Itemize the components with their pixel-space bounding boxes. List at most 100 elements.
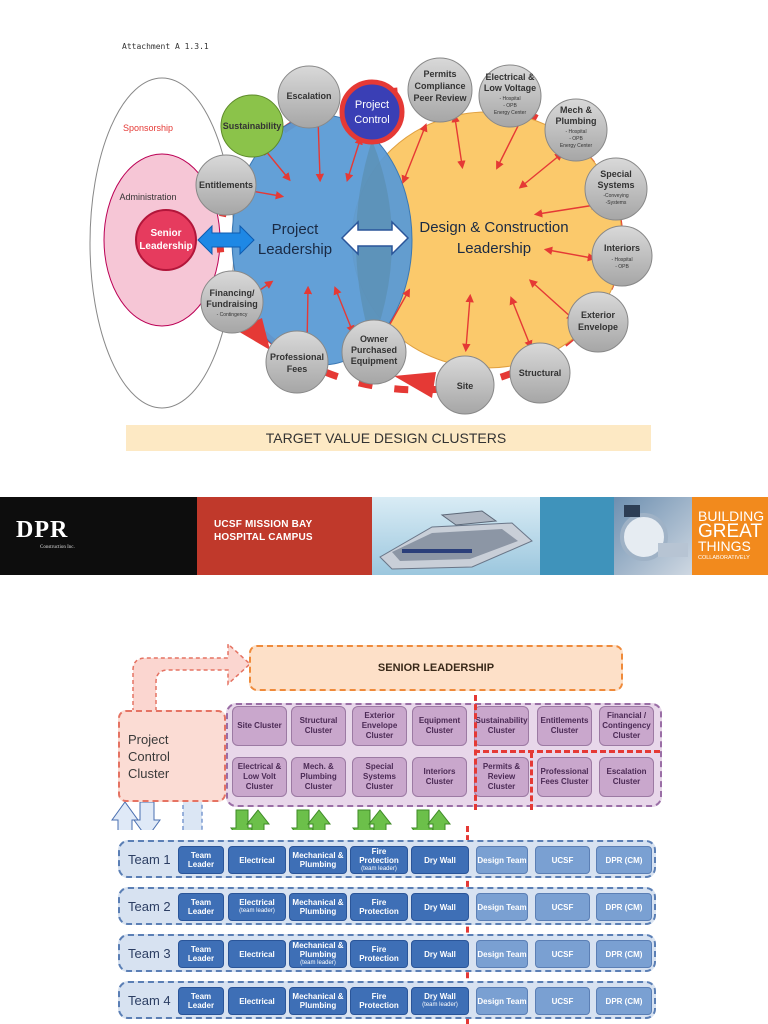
team-member-leader: Team Leader (178, 987, 224, 1015)
caption-bar (126, 425, 651, 451)
node-interiors: Interiors - Hospital - OPB (591, 225, 653, 287)
project-to-dc-arrow (340, 220, 410, 256)
team-member-electrical: Electrical (228, 846, 286, 874)
member-label: Dry Wall (424, 855, 456, 865)
member-sublabel: (team leader) (361, 865, 397, 872)
svg-text:Low Voltage: Low Voltage (484, 83, 536, 93)
team-member-mech: Mechanical & Plumbing (289, 846, 347, 874)
svg-text:- Hospital: - Hospital (499, 96, 520, 102)
dc-leadership-label-1: Design & Construction (419, 219, 568, 236)
team-member-design: Design Team (476, 940, 528, 968)
svg-text:- OPB: - OPB (569, 136, 583, 142)
team-member-leader: Team Leader (178, 940, 224, 968)
node-electrical-low-voltage: Electrical & Low Voltage - Hospital - OP… (478, 64, 542, 128)
svg-text:- Hospital: - Hospital (565, 129, 586, 135)
team-row-4: Team 4 Team Leader Electrical Mechanical & … (118, 981, 656, 1019)
team-member-dpr: DPR (CM) (596, 893, 652, 921)
svg-text:Envelope: Envelope (578, 322, 618, 332)
team-member-ucsf: UCSF (535, 893, 590, 921)
svg-text:Electrical &: Electrical & (485, 72, 535, 82)
team-member-design: Design Team (476, 987, 528, 1015)
member-label: DPR (CM) (605, 902, 643, 912)
svg-text:-Conveying: -Conveying (603, 193, 629, 199)
cluster-box-bottom-4: Permits & Review Cluster (474, 757, 529, 797)
up-arrow (111, 801, 139, 830)
member-label: Design Team (477, 855, 527, 865)
node-structural: Structural (509, 342, 571, 404)
team-label: Team 4 (128, 993, 171, 1008)
member-label: Electrical (239, 898, 275, 907)
pointer-professional (236, 318, 270, 350)
team-member-mech: Mechanical & Plumbing (289, 893, 347, 921)
member-label: Team Leader (187, 851, 215, 869)
team-member-fire: Fire Protection (350, 893, 408, 921)
member-label: Electrical (239, 996, 275, 1006)
member-label: Mechanical & Plumbing (292, 898, 344, 916)
team-member-drywall: Dry Wall (411, 846, 469, 874)
node-entitlements: Entitlements (195, 154, 257, 216)
svg-text:Permits: Permits (423, 69, 456, 79)
svg-text:- Contingency: - Contingency (217, 312, 248, 318)
node-sustainability: Sustainability (220, 94, 284, 158)
divider-line-4 (466, 826, 469, 1024)
member-label: Mechanical & Plumbing (292, 851, 344, 869)
member-label: UCSF (551, 902, 574, 912)
member-label: UCSF (551, 996, 574, 1006)
campus-title-panel: UCSF MISSION BAY HOSPITAL CAMPUS (197, 497, 372, 575)
team-member-drywall: Dry Wall (411, 893, 469, 921)
member-label: DPR (CM) (605, 855, 643, 865)
svg-text:Exterior: Exterior (581, 310, 616, 320)
node-special-systems: Special Systems -Conveying -Systems (584, 157, 648, 221)
team-label: Team 3 (128, 946, 171, 961)
member-label: Mechanical & Plumbing (292, 992, 344, 1010)
cluster-box-bottom-3: Interiors Cluster (412, 757, 467, 797)
cluster-box-top-1: Structural Cluster (291, 706, 346, 746)
team-member-dpr: DPR (CM) (596, 846, 652, 874)
team-member-fire: Fire Protection (350, 987, 408, 1015)
member-label: Dry Wall (424, 902, 456, 912)
tagline-4: COLLABORATIVELY (698, 555, 750, 561)
svg-text:Compliance: Compliance (414, 81, 465, 91)
member-label: Fire Protection (359, 898, 399, 916)
svg-text:Escalation: Escalation (286, 91, 331, 101)
svg-text:Peer Review: Peer Review (413, 93, 467, 103)
cluster-box-top-5: Entitlements Cluster (537, 706, 592, 746)
team-member-dpr: DPR (CM) (596, 940, 652, 968)
cluster-box-top-3: Equipment Cluster (412, 706, 467, 746)
pink-curved-arrow (132, 642, 252, 713)
svg-text:Professional: Professional (270, 352, 324, 362)
svg-text:Energy Center: Energy Center (560, 143, 593, 149)
svg-text:Financing/: Financing/ (210, 288, 255, 298)
cluster-box-bottom-1: Mech. & Plumbing Cluster (291, 757, 346, 797)
svg-text:- OPB: - OPB (503, 103, 517, 109)
team-member-leader: Team Leader (178, 846, 224, 874)
member-label: Dry Wall (424, 992, 456, 1001)
medical-equipment-image (614, 497, 692, 575)
team-member-fire: Fire Protection (350, 940, 408, 968)
cluster-box-bottom-2: Special Systems Cluster (352, 757, 407, 797)
administration-label: Administration (119, 192, 176, 202)
dpr-banner: DPR Construction Inc. UCSF MISSION BAY H… (0, 497, 768, 575)
senior-leadership-node (135, 209, 197, 271)
svg-text:Energy Center: Energy Center (494, 110, 527, 116)
member-label: UCSF (551, 855, 574, 865)
building-great-things-panel: BUILDING GREAT THINGS COLLABORATIVELY (692, 497, 768, 575)
team-member-design: Design Team (476, 893, 528, 921)
member-label: DPR (CM) (605, 996, 643, 1006)
campus-line-1: UCSF MISSION BAY (214, 519, 313, 530)
svg-text:Sustainability: Sustainability (223, 121, 282, 131)
team-label: Team 2 (128, 899, 171, 914)
senior-leadership-label-1: Senior (150, 228, 181, 239)
pointer-site (394, 372, 436, 398)
svg-text:Purchased: Purchased (351, 345, 397, 355)
svg-text:- Hospital: - Hospital (611, 257, 632, 263)
svg-text:Interiors: Interiors (604, 243, 640, 253)
svg-text:Mech &: Mech & (560, 105, 593, 115)
svg-text:- OPB: - OPB (615, 264, 629, 270)
divider-line-3 (530, 752, 533, 810)
svg-text:Systems: Systems (597, 180, 634, 190)
tagline-1: BUILDING (698, 508, 765, 524)
node-escalation: Escalation (277, 65, 341, 129)
member-label: Fire Protection (359, 992, 399, 1010)
